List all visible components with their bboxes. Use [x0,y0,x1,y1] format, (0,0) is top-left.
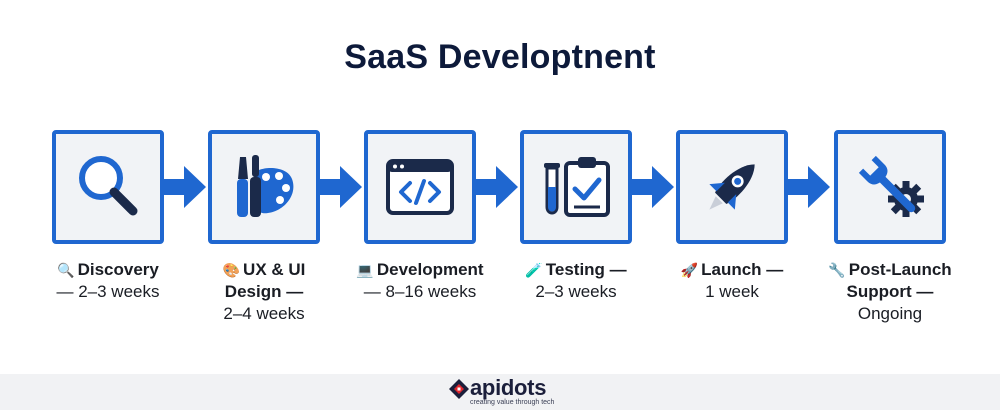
rocket-emoji-icon: 🚀 [680,262,699,278]
flow-arrow [630,166,674,208]
test-tube-emoji-icon: 🧪 [525,262,543,278]
code-window-icon [386,159,454,215]
flow-arrow [162,166,206,208]
rocket-icon [709,164,755,210]
wrench-emoji-icon: 🔧 [828,262,846,278]
development-step-box [364,130,476,244]
magnifier-emoji-icon: 🔍 [57,262,75,278]
magnifier-icon [79,156,138,216]
apidots-logo: apidots creating value through tech [448,375,558,408]
brand-name: apidots [470,375,547,400]
flow-arrow [318,166,362,208]
test-tube-clipboard-icon [544,157,610,217]
wrench-gear-icon [858,155,924,217]
step-label-launch: 🚀Launch — 1 week [680,260,784,301]
apidots-logo-mark-icon [449,379,469,399]
brand-tagline: creating value through tech [470,399,555,406]
launch-step-box [676,130,788,244]
step-label-testing: 🧪Testing — 2–3 weeks [525,260,627,301]
brush-palette-icon [237,155,294,217]
discovery-step-box [52,130,164,244]
diagram-title: SaaS Developtnent [344,38,656,76]
flow-arrow [474,166,518,208]
testing-step-box [520,130,632,244]
palette-emoji-icon: 🎨 [222,262,241,278]
step-label-ux-ui-design: 🎨UX & UI Design — 2–4 weeks [222,260,306,323]
laptop-emoji-icon: 💻 [356,262,374,278]
step-label-post-launch-support: 🔧Post-Launch Support — Ongoing [828,260,952,323]
step-label-development: 💻Development — 8–16 weeks [356,260,484,301]
ux-ui-design-step-box [208,130,320,244]
step-label-discovery: 🔍Discovery — 2–3 weeks [56,260,160,301]
post-launch-support-step-box [834,130,946,244]
footer-bar [0,374,1000,410]
flow-arrow [786,166,830,208]
